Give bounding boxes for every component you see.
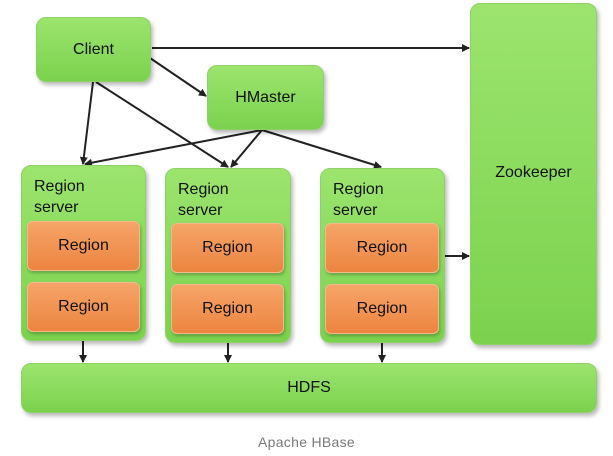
region-server-label: Region server — [178, 181, 229, 219]
region-label: Region — [202, 239, 253, 256]
region-label: Region — [356, 300, 408, 317]
zookeeper-box: Zookeeper — [470, 3, 597, 345]
figure-caption: Apache HBase — [258, 434, 355, 450]
region-label: Region — [202, 300, 253, 317]
region-box: Region — [27, 221, 140, 271]
region-server-label: Region server — [34, 178, 85, 216]
arrow-client-to-rs1 — [79, 81, 94, 165]
hdfs-box: HDFS — [21, 363, 597, 413]
client-label: Client — [73, 40, 114, 58]
region-server-2: Region server Region Region — [165, 168, 291, 343]
region-box: Region — [325, 223, 439, 273]
arrow-client-to-hmaster — [149, 57, 207, 97]
region-label: Region — [58, 298, 109, 315]
region-box: Region — [171, 223, 284, 273]
arrow-hmaster-to-rs3 — [261, 129, 382, 169]
region-server-1: Region server Region Region — [21, 165, 146, 341]
zookeeper-label: Zookeeper — [495, 164, 572, 181]
hmaster-box: HMaster — [207, 65, 324, 130]
region-server-3: Region server Region Region — [320, 168, 445, 343]
hdfs-label: HDFS — [287, 379, 331, 396]
arrow-client-to-rs2 — [95, 81, 229, 168]
region-label: Region — [356, 239, 408, 256]
region-label: Region — [58, 237, 109, 254]
arrow-hmaster-to-rs1 — [84, 129, 263, 167]
arrow-hmaster-to-rs2 — [230, 129, 263, 168]
region-server-label: Region server — [333, 181, 384, 219]
hmaster-label: HMaster — [235, 88, 296, 106]
region-box: Region — [171, 284, 284, 334]
client-box: Client — [36, 17, 151, 82]
region-box: Region — [27, 282, 140, 332]
region-box: Region — [325, 284, 439, 334]
